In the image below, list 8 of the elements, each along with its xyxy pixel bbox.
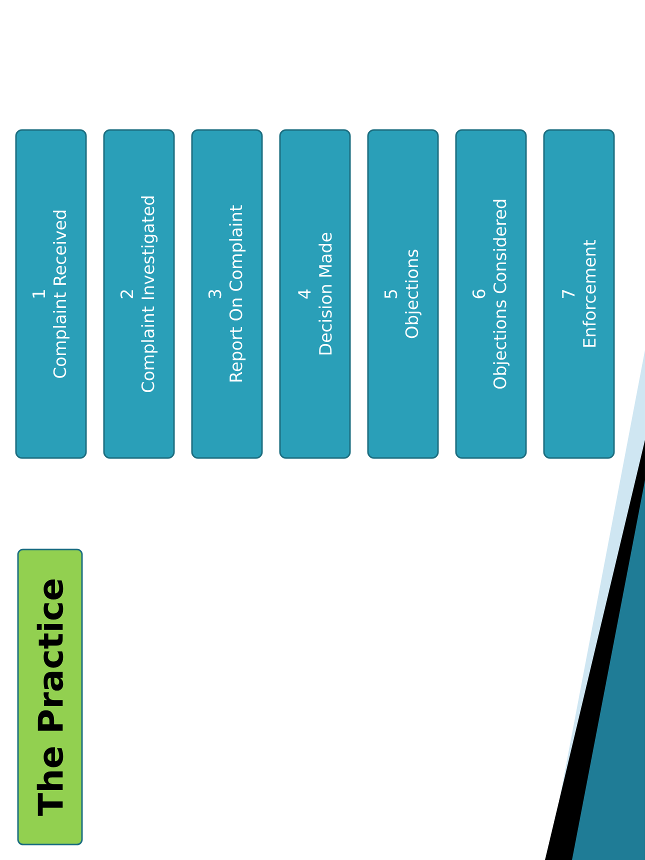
title-box: The Practice — [17, 548, 83, 846]
step-box: 3 Report On Complaint — [191, 129, 263, 459]
step-box: 6 Objections Considered — [455, 129, 527, 459]
step-box: 7 Enforcement — [543, 129, 615, 459]
step-box: 1 Complaint Received — [15, 129, 87, 459]
step-box: 2 Complaint Investigated — [103, 129, 175, 459]
step-box: 5 Objections — [367, 129, 439, 459]
step-box: 4 Decision Made — [279, 129, 351, 459]
